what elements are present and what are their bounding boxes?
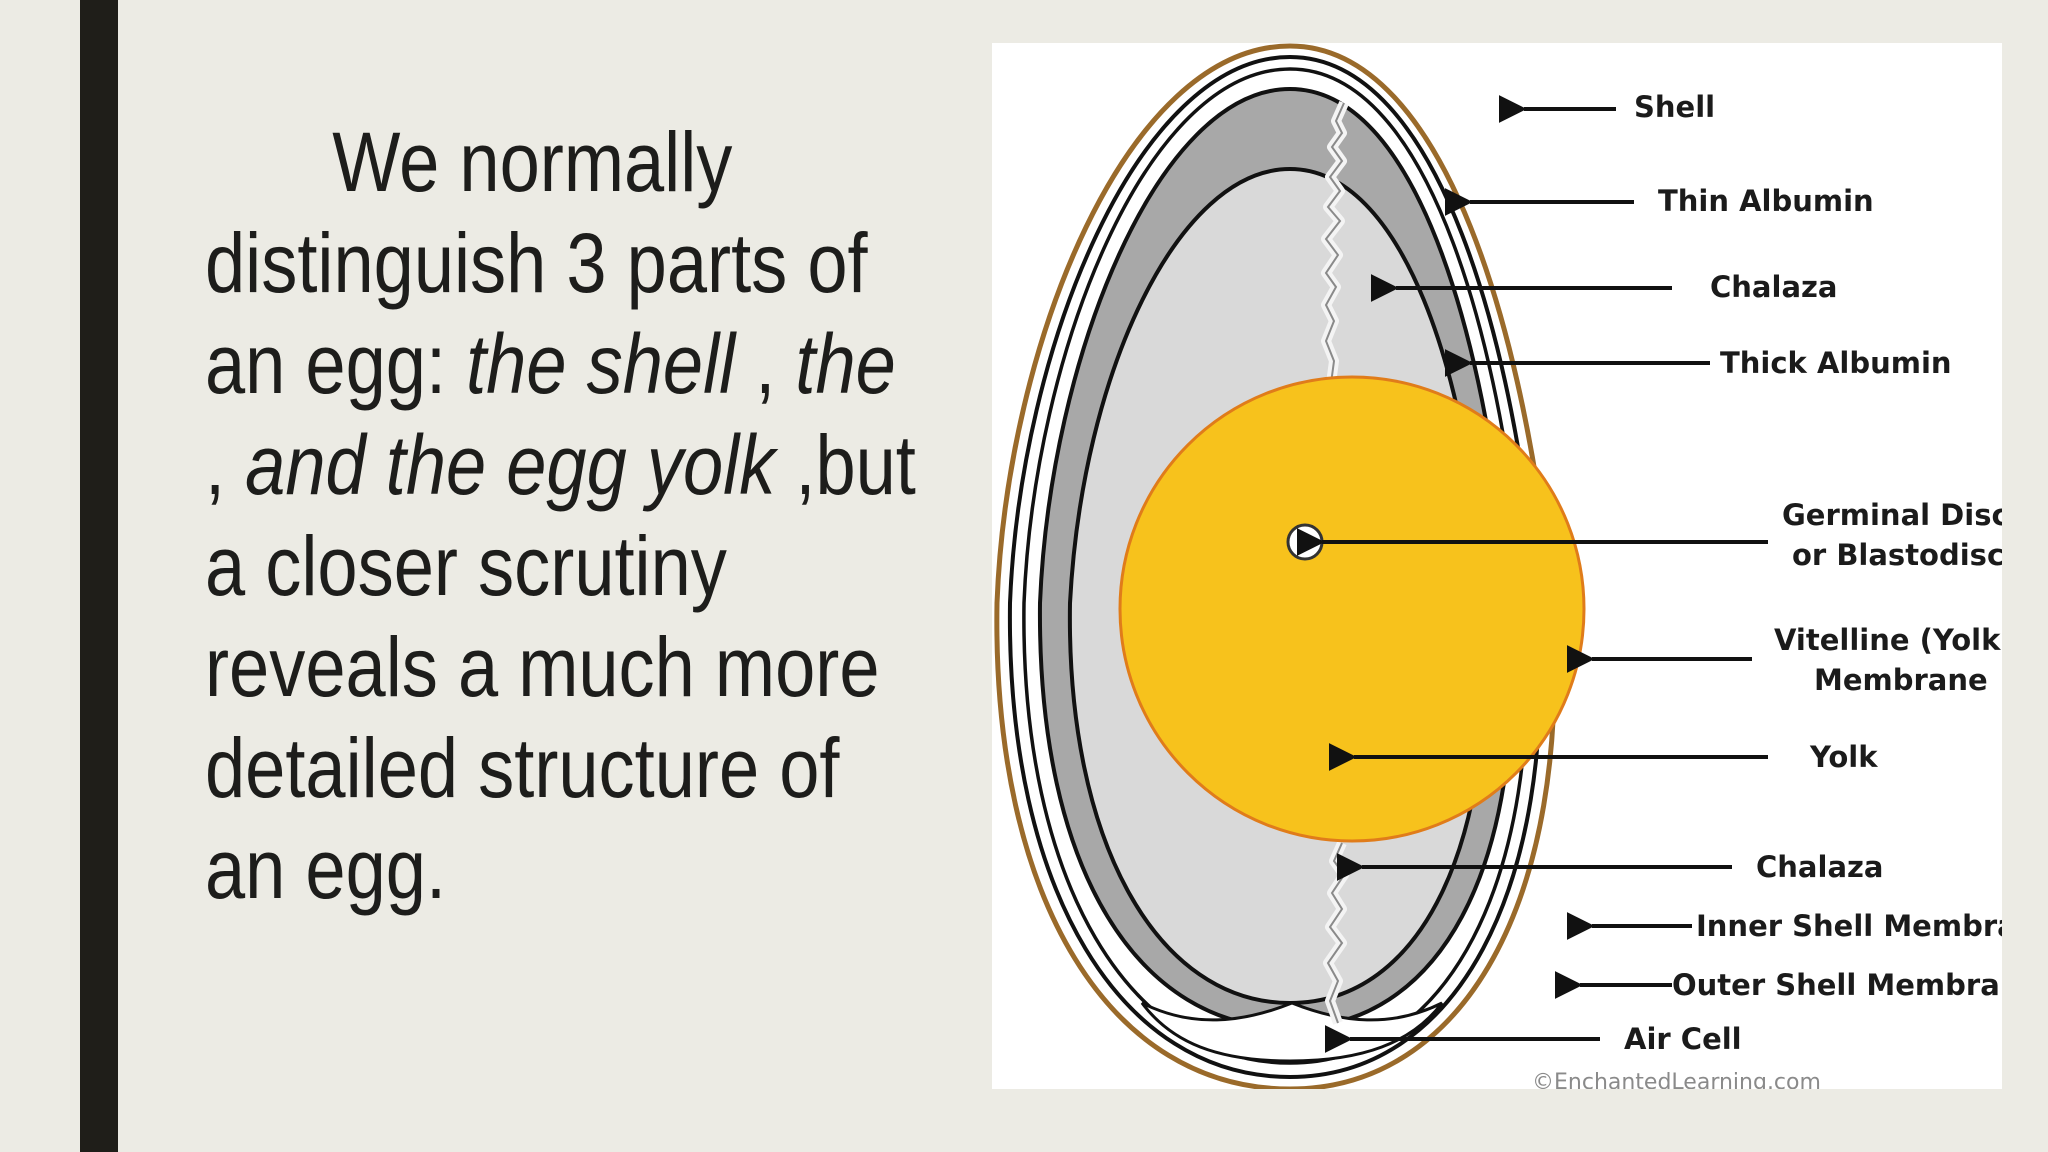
- air-cell: [1140, 1001, 1444, 1063]
- label-germinal-disc-1: Germinal Disc: [1782, 498, 2002, 532]
- label-thin-albumin: Thin Albumin: [1658, 184, 1874, 218]
- text-line: an egg: the shell , the: [205, 314, 896, 415]
- italic-term: and the egg yolk: [245, 418, 776, 512]
- credit-text: ©EnchantedLearning.com: [1532, 1070, 1821, 1089]
- text-segment: ,: [205, 418, 246, 512]
- italic-term: the: [795, 317, 896, 411]
- label-inner-shell-membrane: Inner Shell Membrane: [1696, 909, 2002, 943]
- text-line: reveals a much more: [205, 617, 880, 718]
- text-segment: detailed structure of: [205, 721, 840, 815]
- text-segment: We normally: [332, 115, 733, 209]
- label-chalaza-top: Chalaza: [1710, 270, 1837, 304]
- yolk: [1118, 375, 1586, 843]
- label-thick-albumin: Thick Albumin: [1720, 346, 1952, 380]
- text-line: We normally: [205, 112, 876, 213]
- egg-diagram-svg: Shell Thin Albumin Chalaza Thick Albumin…: [994, 43, 2002, 1089]
- text-segment: ,: [735, 317, 796, 411]
- label-chalaza-bottom: Chalaza: [1756, 850, 1883, 884]
- text-line: , and the egg yolk ,but: [205, 415, 916, 516]
- text-line: an egg.: [205, 819, 876, 920]
- text-line: distinguish 3 parts of: [205, 213, 876, 314]
- text-segment: distinguish 3 parts of: [205, 216, 868, 310]
- label-outer-shell-membrane: Outer Shell Membrane: [1672, 968, 2002, 1002]
- label-shell: Shell: [1634, 90, 1715, 124]
- label-air-cell: Air Cell: [1624, 1022, 1742, 1056]
- text-segment: ,but: [775, 418, 916, 512]
- text-segment: an egg.: [205, 822, 447, 916]
- text-line: detailed structure of: [205, 718, 876, 819]
- label-vitelline-2: Membrane: [1814, 663, 1988, 697]
- text-segment: an egg:: [205, 317, 467, 411]
- italic-term: the shell: [466, 317, 736, 411]
- accent-bar: [80, 0, 118, 1152]
- chalaza-top-outline: [1324, 102, 1345, 392]
- label-vitelline-1: Vitelline (Yolk): [1774, 623, 2002, 657]
- germinal-disc: [1286, 523, 1324, 561]
- label-germinal-disc-2: or Blastodisc: [1792, 538, 2002, 572]
- text-segment: reveals a much more: [205, 620, 880, 714]
- text-line: a closer scrutiny: [205, 516, 876, 617]
- label-yolk: Yolk: [1809, 740, 1878, 774]
- text-segment: a closer scrutiny: [205, 519, 727, 613]
- egg-diagram: Shell Thin Albumin Chalaza Thick Albumin…: [992, 43, 2002, 1089]
